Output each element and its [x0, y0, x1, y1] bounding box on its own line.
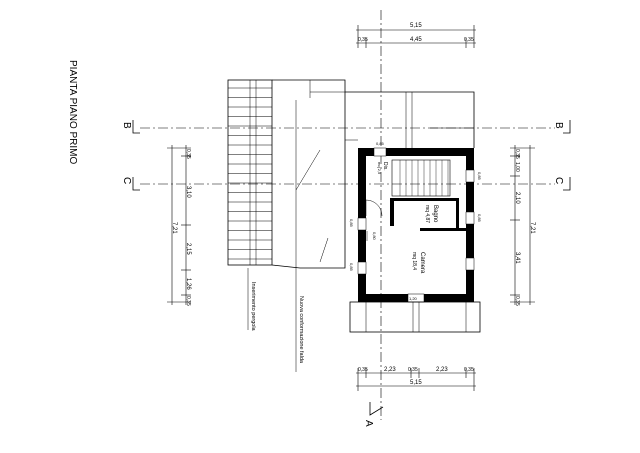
svg-text:2,10: 2,10 [514, 192, 520, 204]
dimension-bottom: 0,35 2,23 0,35 2,23 0,35 5,15 [356, 367, 476, 391]
section-b-left-label: B [121, 122, 132, 129]
svg-text:5,15: 5,15 [410, 23, 422, 29]
roof-outline [271, 79, 475, 280]
svg-text:0,85: 0,85 [477, 172, 482, 181]
svg-text:0,35: 0,35 [185, 149, 191, 159]
svg-text:2,15: 2,15 [185, 243, 191, 255]
svg-text:7,21: 7,21 [171, 222, 177, 234]
bagno-area: mq 4,87 [424, 205, 430, 223]
svg-text:7,21: 7,21 [529, 222, 535, 234]
section-c-right-label: C [553, 177, 564, 184]
svg-text:0,35: 0,35 [514, 149, 520, 159]
svg-text:0,85: 0,85 [349, 219, 354, 228]
section-c-left-label: C [121, 177, 132, 184]
dimension-left: 0,35 3,10 2,15 1,26 0,35 7,21 [167, 145, 191, 306]
svg-text:0,85: 0,85 [349, 263, 354, 272]
svg-text:1,00: 1,00 [514, 162, 520, 172]
disimpegno-name: Dis. [382, 162, 388, 171]
svg-text:0,35: 0,35 [464, 367, 474, 373]
svg-text:0,85: 0,85 [477, 214, 482, 223]
svg-text:4,45: 4,45 [410, 37, 422, 43]
svg-text:0,35: 0,35 [185, 296, 191, 306]
section-a-marker [369, 402, 384, 416]
drawing-title: PIANTA PIANO PRIMO [67, 60, 78, 164]
svg-text:0,35: 0,35 [408, 367, 418, 373]
bagno-name: Bagno [432, 205, 438, 223]
svg-text:1,20: 1,20 [409, 296, 418, 301]
section-a-label: A [363, 420, 374, 427]
svg-text:0,85: 0,85 [376, 141, 385, 146]
camera-area: mq 18,4 [411, 252, 417, 270]
dimension-top: 5,15 0,35 4,45 0,35 [356, 23, 476, 48]
svg-text:0,35: 0,35 [514, 296, 520, 306]
balcony-outline [349, 301, 481, 333]
svg-text:5,15: 5,15 [410, 380, 422, 386]
building-walls [357, 147, 475, 303]
svg-text:1,26: 1,26 [185, 278, 191, 290]
svg-text:2,23: 2,23 [384, 367, 396, 373]
camera-name: Camera [419, 252, 425, 274]
pergola [227, 79, 273, 266]
disimpegno-area: mq 2,5 [377, 162, 382, 175]
annotation-falda: Nuova conformazione falda [298, 296, 304, 364]
dimension-right: 0,35 1,00 2,10 3,41 0,35 7,21 [510, 145, 535, 306]
svg-text:0,35: 0,35 [358, 37, 368, 43]
svg-text:0,35: 0,35 [358, 367, 368, 373]
svg-text:3,41: 3,41 [514, 252, 520, 264]
svg-text:0,80: 0,80 [372, 232, 377, 241]
svg-text:3,10: 3,10 [185, 186, 191, 198]
section-b-right-label: B [553, 122, 564, 129]
svg-text:2,23: 2,23 [436, 367, 448, 373]
annotation-pergola: Inserimento pergola [250, 282, 256, 332]
svg-text:0,35: 0,35 [464, 37, 474, 43]
